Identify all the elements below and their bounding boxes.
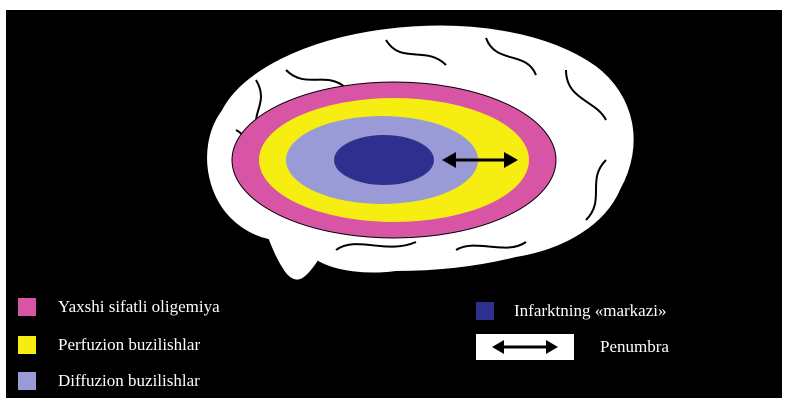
oligemia-swatch-icon (18, 298, 36, 316)
legend-item-penumbra: Penumbra (476, 332, 669, 362)
legend-label-core: Infarktning «markazi» (514, 301, 666, 321)
legend-item-diffusion: Diffuzion buzilishlar (18, 370, 200, 392)
legend-item-oligemia: Yaxshi sifatli oligemiya (18, 296, 220, 318)
perfusion-swatch-icon (18, 336, 36, 354)
legend-item-perfusion: Perfuzion buzilishlar (18, 334, 200, 356)
legend-label-diffusion: Diffuzion buzilishlar (58, 371, 200, 391)
legend-item-core: Infarktning «markazi» (476, 300, 666, 322)
legend-label-perfusion: Perfuzion buzilishlar (58, 335, 200, 355)
figure-panel: Yaxshi sifatli oligemiya Perfuzion buzil… (6, 10, 782, 398)
diffusion-swatch-icon (18, 372, 36, 390)
zone-infarct-core (334, 135, 434, 185)
legend-label-oligemia: Yaxshi sifatli oligemiya (58, 297, 220, 317)
double-headed-arrow-icon (476, 334, 574, 360)
core-swatch-icon (476, 302, 494, 320)
legend-label-penumbra: Penumbra (600, 337, 669, 357)
